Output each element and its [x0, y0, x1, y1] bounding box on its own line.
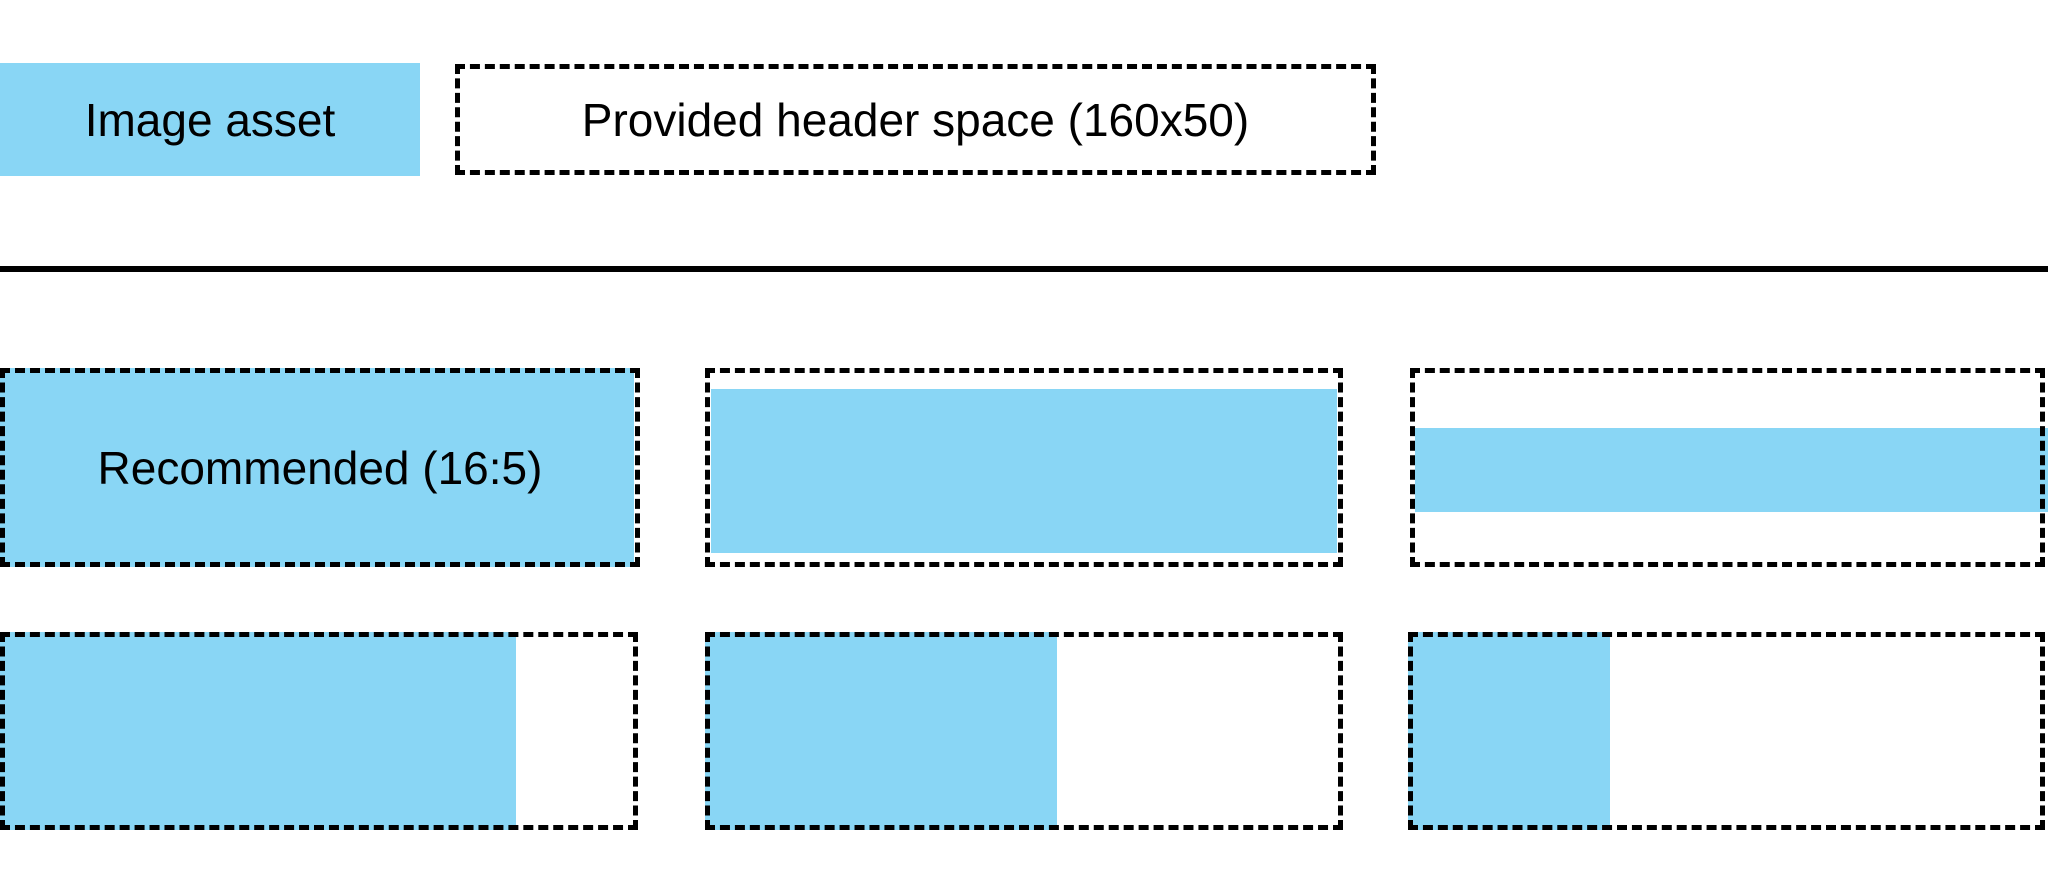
image-asset-fill [1408, 632, 1610, 830]
image-asset-fill [1415, 428, 2048, 512]
image-asset-fill [0, 368, 634, 567]
example-recommended-16-5: Recommended (16:5) [0, 368, 640, 567]
legend-image-asset-label: Image asset [84, 93, 336, 146]
legend-provided-header-space-label: Provided header space (160x50) [581, 93, 1250, 146]
image-asset-fill [711, 389, 1337, 553]
example-narrow-asset-left-medium [705, 632, 1343, 830]
recommended-label: Recommended (16:5) [97, 441, 543, 494]
example-narrow-asset-left-large [0, 632, 638, 830]
example-narrow-asset-left-small [1408, 632, 2045, 830]
example-very-wide-asset-letterboxed [1410, 368, 2048, 567]
section-divider [0, 266, 2048, 272]
image-asset-fill [0, 632, 516, 830]
legend-provided-header-space: Provided header space (160x50) [455, 64, 1376, 175]
image-asset-fill [705, 632, 1057, 830]
legend-image-asset-swatch: Image asset [0, 63, 420, 176]
example-wide-asset-slight-letterbox [705, 368, 1343, 567]
